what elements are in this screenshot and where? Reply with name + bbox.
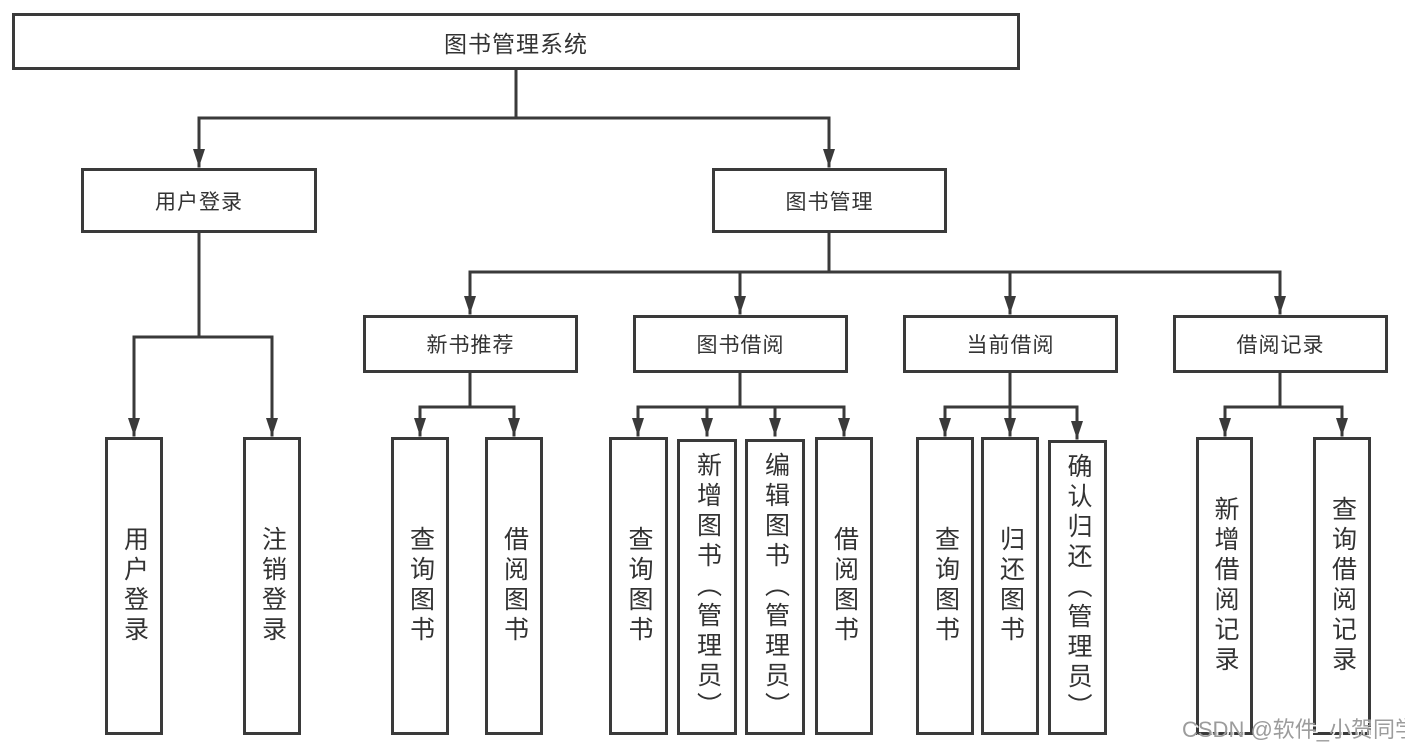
node-book-borrow-label: 图书借阅	[696, 334, 785, 357]
node-new-book-recommend-label: 新书推荐	[426, 334, 515, 357]
node-current-borrow: 当前借阅	[903, 315, 1118, 373]
edges-current-borrow	[939, 371, 1083, 440]
leaf-return-books: 归还图书	[981, 437, 1039, 735]
watermark-text: CSDN @软件_小贺同学	[1182, 717, 1405, 742]
leaf-borrow-borrow-books: 借阅图书	[815, 437, 873, 735]
leaf-recommend-query-books: 查询图书	[391, 437, 449, 735]
leaf-borrow-borrow-books-label: 借阅图书	[830, 526, 859, 646]
leaf-user-login-label: 用户登录	[120, 526, 149, 646]
node-book-management: 图书管理	[712, 168, 947, 233]
leaf-edit-book-admin-label: 编辑图书（管理员）	[761, 452, 790, 722]
leaf-query-borrow-record: 查询借阅记录	[1313, 437, 1371, 735]
node-user-login-label: 用户登录	[155, 190, 243, 214]
leaf-add-book-admin: 新增图书（管理员）	[677, 439, 737, 735]
leaf-add-borrow-record-label: 新增借阅记录	[1211, 496, 1239, 676]
leaf-recommend-borrow-books: 借阅图书	[485, 437, 543, 735]
leaf-logout-label: 注销登录	[258, 526, 287, 646]
leaf-current-query-books: 查询图书	[916, 437, 974, 735]
edges-borrow-records	[1219, 371, 1348, 437]
node-book-borrow: 图书借阅	[633, 315, 848, 373]
edges-new-book-recommend	[414, 371, 520, 437]
leaf-confirm-return-admin-label: 确认归还（管理员）	[1064, 452, 1092, 723]
node-root-label: 图书管理系统	[444, 30, 588, 57]
edges-root	[193, 68, 835, 168]
node-user-login: 用户登录	[81, 168, 317, 233]
leaf-logout: 注销登录	[243, 437, 301, 735]
leaf-return-books-label: 归还图书	[996, 526, 1025, 646]
node-root: 图书管理系统	[12, 13, 1020, 70]
leaf-borrow-query-books: 查询图书	[609, 437, 668, 735]
leaf-edit-book-admin: 编辑图书（管理员）	[745, 439, 805, 735]
node-borrow-records-label: 借阅记录	[1236, 334, 1325, 357]
node-borrow-records: 借阅记录	[1173, 315, 1388, 373]
leaf-add-book-admin-label: 新增图书（管理员）	[693, 452, 722, 722]
edges-book-management	[464, 231, 1286, 315]
edges-book-borrow	[632, 371, 850, 437]
leaf-recommend-borrow-books-label: 借阅图书	[500, 526, 529, 646]
edges-user-login	[128, 231, 278, 437]
leaf-confirm-return-admin: 确认归还（管理员）	[1048, 440, 1107, 735]
leaf-recommend-query-books-label: 查询图书	[406, 526, 435, 646]
leaf-query-borrow-record-label: 查询借阅记录	[1328, 496, 1357, 676]
node-book-management-label: 图书管理	[785, 190, 874, 214]
leaf-borrow-query-books-label: 查询图书	[625, 526, 653, 646]
leaf-user-login: 用户登录	[105, 437, 163, 735]
node-current-borrow-label: 当前借阅	[966, 334, 1055, 357]
leaf-add-borrow-record: 新增借阅记录	[1196, 437, 1253, 735]
leaf-current-query-books-label: 查询图书	[931, 526, 960, 646]
node-new-book-recommend: 新书推荐	[363, 315, 578, 373]
